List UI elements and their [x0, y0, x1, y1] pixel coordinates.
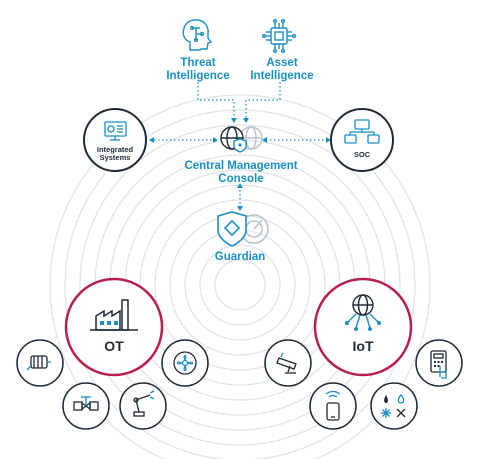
factory-icon — [90, 299, 138, 331]
iot-device-hvac — [370, 382, 418, 430]
connector-arrowheads — [149, 118, 331, 211]
ot-device-motor — [16, 339, 64, 387]
fan-icon — [173, 351, 197, 375]
ot-label: OT — [104, 338, 124, 354]
ot-device-robot-arm — [119, 382, 167, 430]
integrated-systems-label: Integrated Systems — [96, 145, 134, 163]
asset-intelligence-label: Asset Intelligence — [250, 57, 313, 82]
ot-node — [64, 277, 164, 377]
network-monitors-icon — [344, 119, 380, 144]
threat-intelligence-label: Threat Intelligence — [166, 57, 229, 82]
iot-device-smartphone — [309, 382, 357, 430]
security-camera-icon — [276, 352, 297, 374]
smartphone-wifi-icon — [325, 390, 341, 421]
keypad-icon — [430, 350, 447, 379]
globe-shield-icon — [220, 126, 263, 153]
central-management-console-label: Central Management Console — [184, 160, 298, 185]
hvac-icon — [381, 394, 406, 418]
valve-icon — [73, 396, 99, 411]
shield-radar-icon — [217, 211, 269, 247]
threat-intelligence-text: Threat Intelligence — [166, 57, 230, 82]
iot-node — [313, 277, 413, 377]
motor-icon — [26, 355, 51, 371]
connector-asset-to-cmc — [245, 82, 281, 118]
ot-device-valve — [62, 382, 110, 430]
connectors — [150, 82, 328, 208]
asset-intelligence-text: Asset Intelligence — [250, 57, 314, 82]
soc-node — [330, 108, 394, 172]
monitor-dashboard-icon — [104, 121, 127, 141]
integrated-systems-node — [83, 108, 147, 172]
iot-device-camera — [264, 339, 312, 387]
ot-device-fan — [161, 339, 209, 387]
iot-label: IoT — [352, 338, 374, 354]
chip-icon — [262, 19, 297, 54]
connector-threat-to-cmc — [197, 82, 235, 118]
brain-circuit-icon — [182, 19, 213, 51]
guardian-label: Guardian — [214, 251, 266, 263]
soc-label: SOC — [353, 150, 371, 159]
globe-network-icon — [345, 294, 381, 331]
robot-arm-icon — [133, 390, 155, 417]
iot-device-keypad — [415, 339, 463, 387]
